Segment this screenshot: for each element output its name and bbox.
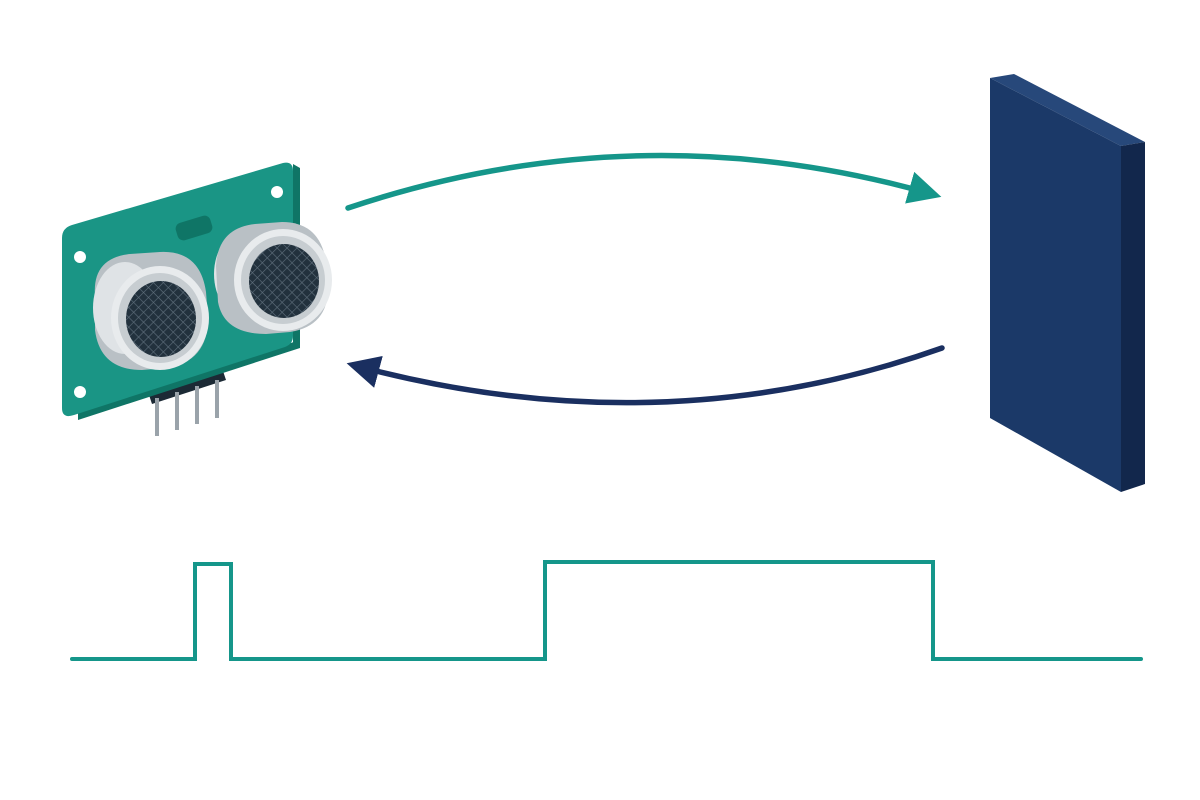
crystal-oscillator	[175, 215, 213, 241]
pin-3	[195, 386, 199, 424]
wall-top-face	[990, 74, 1145, 146]
receiver-transducer	[214, 222, 332, 334]
echo-wave-arrow	[346, 345, 945, 406]
transmitter-transducer	[93, 251, 209, 370]
wall-front-face	[990, 78, 1121, 492]
mount-hole-bottom-left	[74, 386, 86, 398]
waveform-pulse-markers	[195, 562, 933, 659]
transmitter-mesh	[126, 281, 196, 357]
trigger-pulse	[195, 564, 231, 659]
wall-panel-icon	[990, 74, 1145, 492]
wall-side-face	[1121, 142, 1145, 492]
transmitted-wave-arrow	[345, 152, 942, 211]
mount-hole-top-right	[271, 186, 283, 198]
echo-pulse	[545, 562, 933, 659]
timing-waveform	[70, 560, 1143, 661]
pin-2	[175, 392, 179, 430]
pin-1	[155, 398, 159, 436]
ultrasonic-sensor-icon	[62, 162, 332, 436]
receiver-mesh	[249, 244, 319, 318]
pin-4	[215, 380, 219, 418]
mount-hole-top-left	[74, 251, 86, 263]
